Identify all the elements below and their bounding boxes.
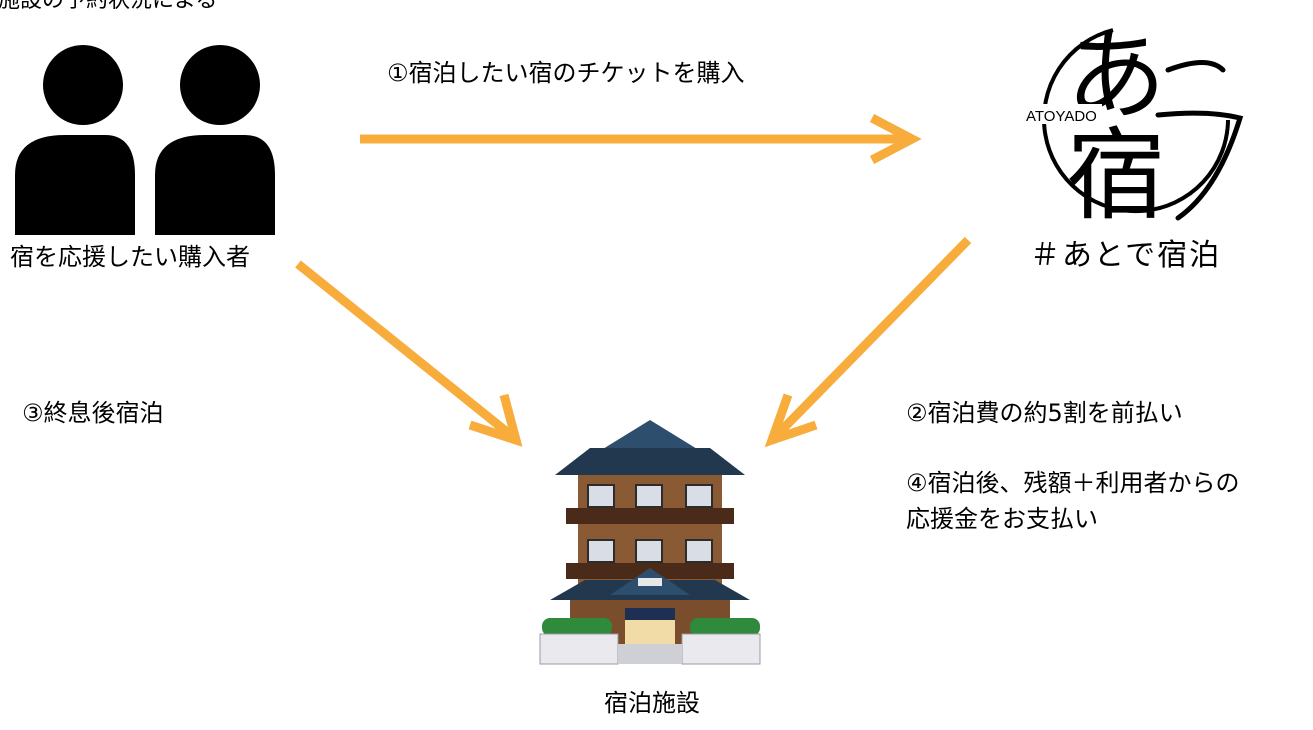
- arrow-prepay: [771, 236, 972, 441]
- people-icon: [15, 45, 275, 235]
- step4-label-line2: 応援金をお支払い: [906, 505, 1098, 533]
- hotel-illustration: [539, 420, 761, 665]
- facility-label: 宿泊施設: [604, 689, 700, 717]
- arrow-stay: [295, 260, 515, 440]
- step2-label: ②宿泊費の約5割を前払い: [906, 399, 1183, 427]
- logo-brand-text: ATOYADO: [1026, 108, 1097, 125]
- svg-text:宿: 宿: [1066, 117, 1166, 230]
- atoyado-logo: あ 宿 ATOYADO: [1024, 17, 1244, 230]
- header-fragment-text: 施設の予約状況による: [0, 0, 218, 13]
- step4-label-line1: ④宿泊後、残額＋利用者からの: [906, 469, 1240, 497]
- step1-label: ①宿泊したい宿のチケットを購入: [387, 59, 745, 87]
- buyer-label: 宿を応援したい購入者: [10, 243, 250, 271]
- logo-tagline: ＃あとで宿泊: [1030, 238, 1222, 273]
- step3-label: ③終息後宿泊: [22, 399, 164, 427]
